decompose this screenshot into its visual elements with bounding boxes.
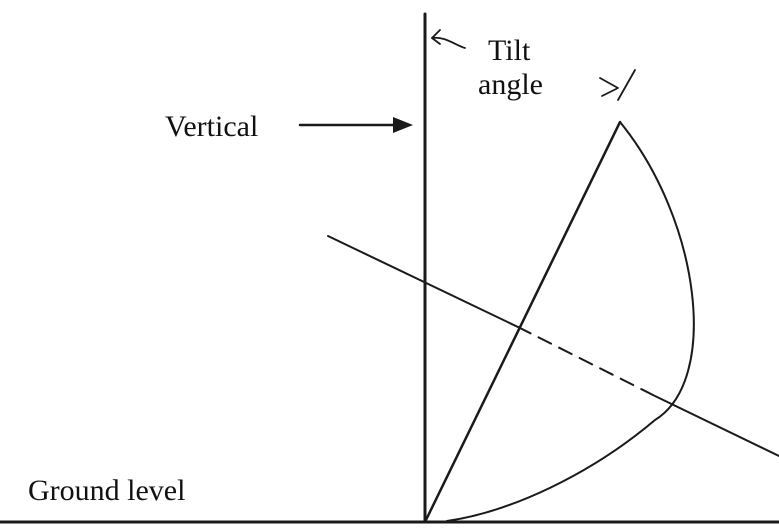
vertical-label: Vertical	[165, 110, 258, 143]
tilt-angle-arc-left	[431, 36, 466, 49]
tilt-angle-arrow-left-icon	[431, 29, 441, 45]
tilt-angle-tick	[617, 69, 636, 101]
tilted-panel-line	[423, 120, 622, 524]
beam-axis-outer-left	[327, 235, 519, 328]
beam-axis-dashed	[517, 326, 656, 397]
ground-level-label: Ground level	[28, 474, 185, 507]
vertical-pointer-arrowhead-icon	[393, 117, 413, 133]
tilt-label-line1: Tilt	[488, 34, 531, 67]
beam-axis-outer-right	[654, 395, 779, 457]
dish-arc	[446, 121, 695, 522]
tilt-label-line2: angle	[478, 68, 543, 101]
tilt-angle-arrow-right-icon	[599, 77, 619, 97]
